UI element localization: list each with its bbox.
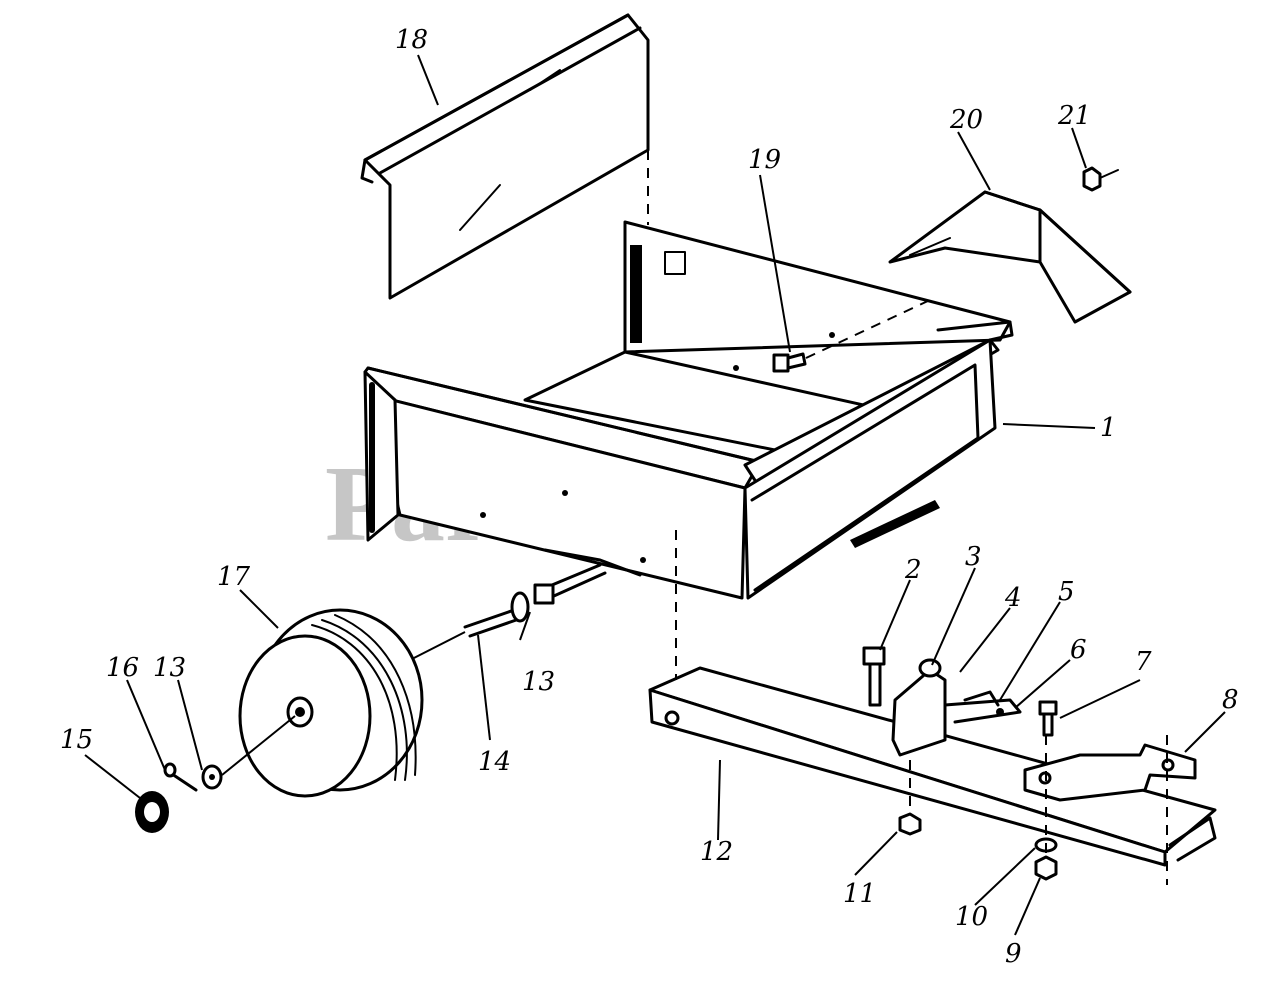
callout-leaders: [84, 54, 1226, 936]
callout-12: 12: [700, 837, 733, 867]
callout-16: 16: [106, 653, 139, 683]
callout-7: 7: [1135, 647, 1152, 677]
part-7-bolt: [1038, 700, 1058, 737]
callout-labels: 18 19 20 21 1 2 3 4 5 6 7 8 9 10 11 12 1…: [60, 25, 1239, 969]
callout-3: 3: [965, 542, 982, 572]
washer-line: [221, 715, 296, 776]
part-21-nut: [1082, 166, 1119, 192]
callout-8: 8: [1222, 685, 1239, 715]
part-18-tailgate: [360, 13, 650, 300]
part-1-cart-body: [363, 220, 1014, 600]
callout-19: 19: [748, 145, 781, 175]
part-8-plate: [1023, 743, 1197, 802]
part-15-cap: [135, 791, 169, 833]
callout-13-axle: 13: [522, 667, 555, 697]
part-3-bracket: [891, 658, 947, 757]
callout-17: 17: [217, 562, 251, 592]
callout-1: 1: [1100, 413, 1117, 443]
part-9-10-11-nuts: [898, 812, 1058, 881]
part-16-cotter-pin: [163, 762, 198, 792]
callout-9: 9: [1005, 939, 1022, 969]
guide-line-bolt: [805, 299, 931, 359]
callout-2: 2: [904, 555, 922, 585]
callout-18: 18: [395, 25, 428, 55]
callout-14: 14: [478, 747, 511, 777]
part-12-tongue: [648, 666, 1217, 867]
callout-10: 10: [955, 902, 988, 932]
callout-21: 21: [1057, 101, 1091, 131]
callout-4: 4: [1004, 583, 1022, 613]
part-17-wheel: [238, 608, 424, 798]
part-14-axle: [463, 563, 607, 638]
part-13-washer: [201, 764, 223, 790]
callout-6: 6: [1070, 635, 1087, 665]
callout-20: 20: [949, 105, 983, 135]
callout-5: 5: [1058, 577, 1075, 607]
axle-line: [409, 631, 466, 661]
part-19-bolt: [772, 332, 835, 373]
callout-15: 15: [60, 725, 93, 755]
callout-13-washer: 13: [153, 653, 186, 683]
callout-11: 11: [843, 879, 876, 909]
part-4-5-6-latch: [943, 690, 1022, 724]
part-2-bolt: [862, 646, 886, 707]
part-20-bracket: [888, 190, 1132, 324]
